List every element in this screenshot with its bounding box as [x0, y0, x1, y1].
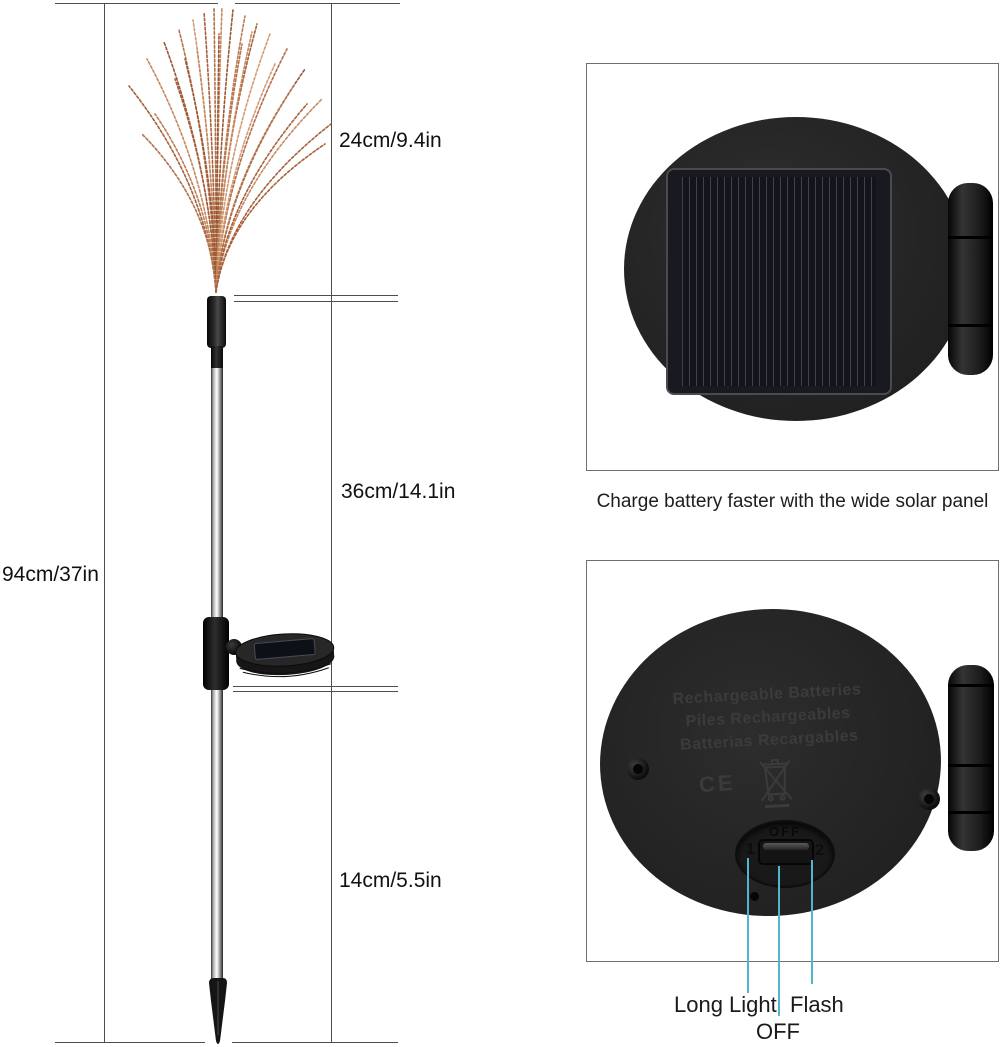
- callout-label-off: OFF: [756, 1019, 800, 1044]
- ground-spike: [209, 978, 227, 1044]
- dimension-tick-bottom-left: [55, 1042, 205, 1043]
- dimension-tick-section2-b: [233, 691, 398, 692]
- stake-connector: [207, 296, 226, 348]
- hinge-seam: [948, 811, 994, 814]
- dimension-tick-top-right: [235, 3, 400, 4]
- dimension-tick-section1-b: [234, 301, 398, 302]
- switch-position-2: 2: [815, 842, 824, 859]
- hinge: [948, 665, 994, 851]
- battery-photo-frame: Rechargeable Batteries Piles Rechargeabl…: [586, 560, 999, 962]
- firework-wires: [128, 6, 332, 293]
- hinge-seam: [948, 684, 994, 687]
- dimension-label-middle-section: 36cm/14.1in: [341, 480, 456, 503]
- solar-cell-grid: [682, 177, 876, 386]
- weee-bin-icon: [759, 758, 793, 809]
- screw-icon: [918, 788, 940, 810]
- dimension-label-total: 94cm/37in: [2, 563, 99, 586]
- hinge-seam: [948, 324, 993, 327]
- switch-off-engraving: OFF: [769, 824, 801, 839]
- dimension-line-total-vertical: [104, 4, 105, 1042]
- hinge-seam: [948, 764, 994, 767]
- callout-label-flash: Flash: [790, 992, 844, 1017]
- dimension-tick-bottom-right: [232, 1042, 398, 1043]
- battery-photo-section: Rechargeable Batteries Piles Rechargeabl…: [586, 560, 1000, 1047]
- callout-line-flash: [811, 860, 813, 984]
- hinge: [948, 183, 993, 375]
- ce-mark: CE: [698, 769, 737, 798]
- stake-connector-lower: [211, 346, 223, 370]
- dimension-label-top-section: 24cm/9.4in: [339, 129, 442, 152]
- dimension-tick-section2-a: [233, 686, 398, 687]
- dimension-label-bottom-section: 14cm/5.5in: [339, 869, 442, 892]
- callout-line-long-light: [747, 858, 749, 993]
- solar-panel-photo-frame: [586, 63, 999, 471]
- battery-compartment-hole: [750, 892, 759, 901]
- mode-switch: OFF 1 2: [735, 820, 835, 888]
- switch-position-1: 1: [746, 841, 755, 858]
- dimension-line-sections-vertical: [331, 4, 332, 1042]
- callout-line-off: [778, 866, 780, 1016]
- dimension-tick-section1-a: [234, 295, 398, 296]
- dimension-tick-top-left: [55, 3, 218, 4]
- switch-slider: [758, 839, 814, 865]
- hinge-seam: [948, 236, 993, 239]
- screw-icon: [627, 758, 649, 780]
- mounting-clamp: [203, 617, 229, 690]
- solar-cell-panel: [666, 168, 892, 395]
- photo-caption: Charge battery faster with the wide sola…: [596, 491, 989, 512]
- switch-slider-highlight: [763, 843, 809, 850]
- solar-panel-disc: [235, 633, 335, 678]
- callout-label-long-light: Long Light: [674, 992, 777, 1017]
